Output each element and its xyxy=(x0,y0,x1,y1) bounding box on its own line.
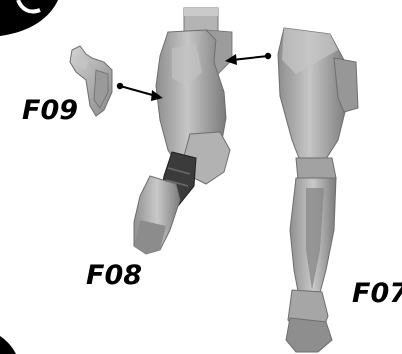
label-f07: F07 xyxy=(352,278,402,309)
corner-badge-bottom-left xyxy=(0,336,16,354)
part-f07-straight-leg xyxy=(278,28,358,352)
part-f08-bent-leg xyxy=(134,8,232,254)
corner-badge-top-left xyxy=(0,0,58,36)
label-f09: F09 xyxy=(22,95,78,126)
label-f08: F08 xyxy=(86,260,142,291)
